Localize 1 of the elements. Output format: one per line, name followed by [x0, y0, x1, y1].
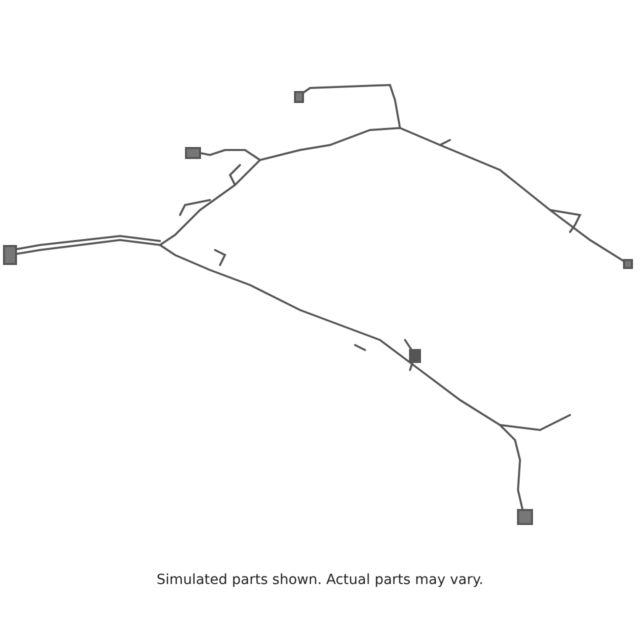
- caption: Simulated parts shown. Actual parts may vary.: [156, 572, 484, 588]
